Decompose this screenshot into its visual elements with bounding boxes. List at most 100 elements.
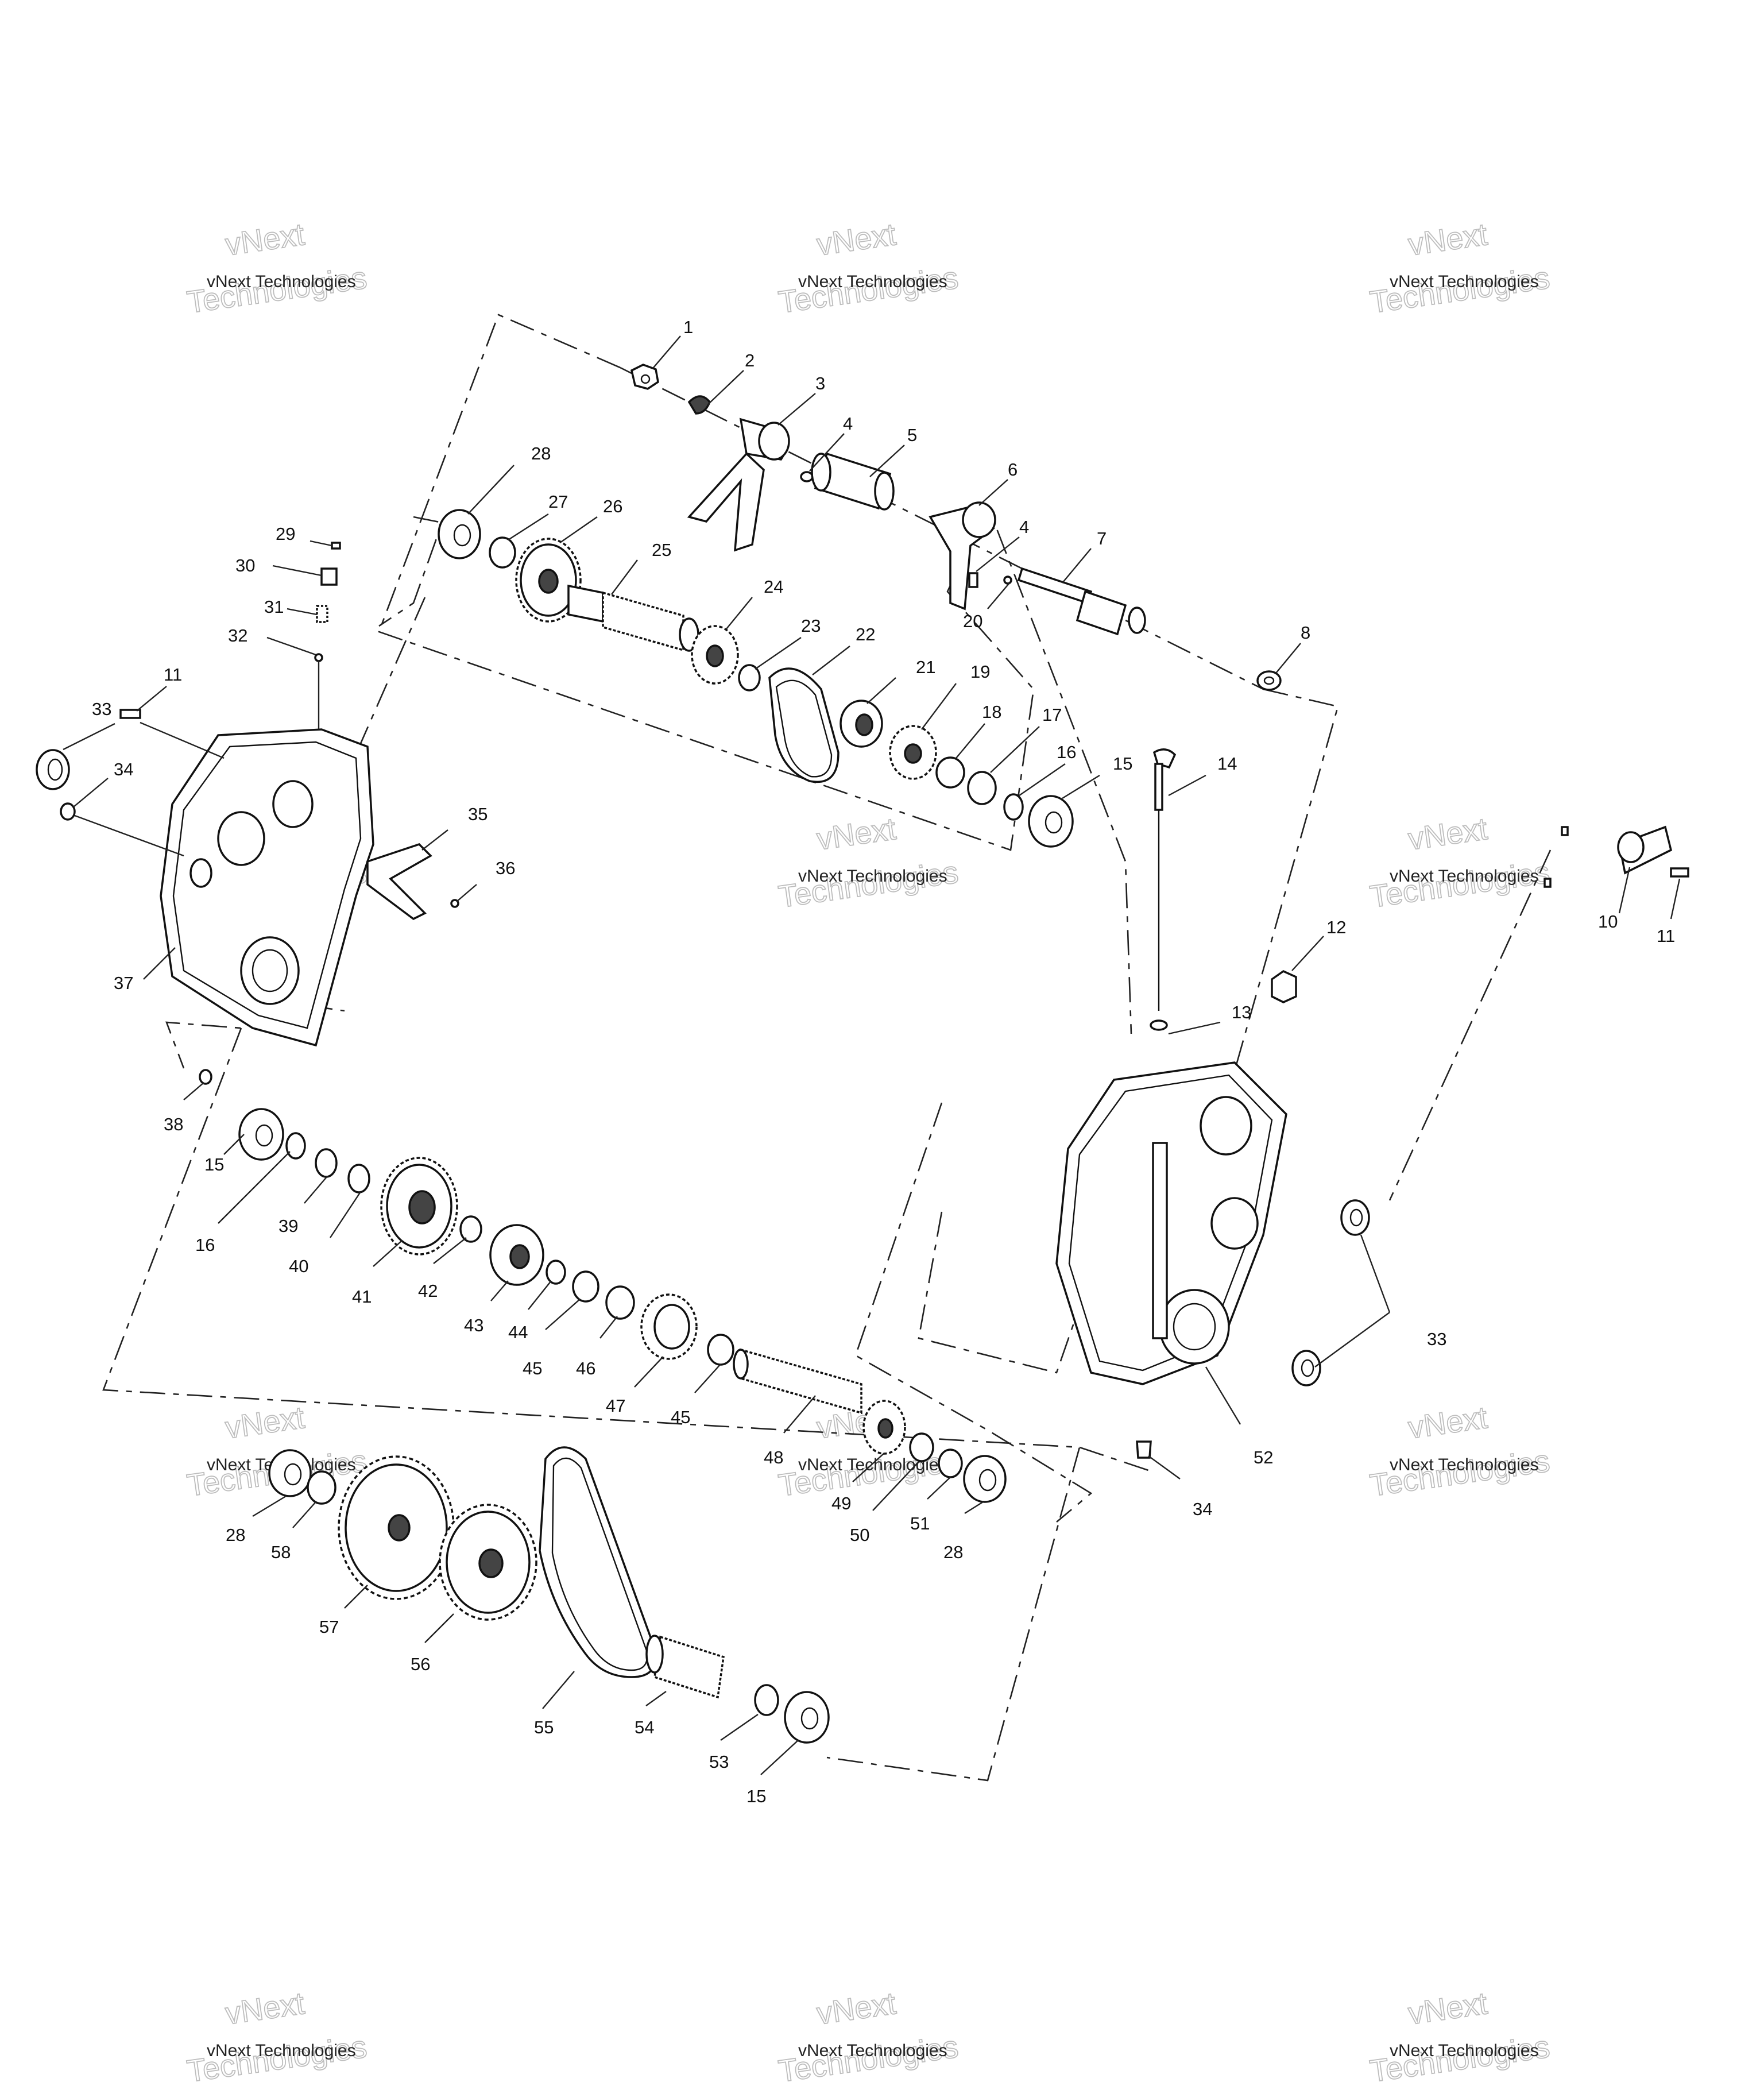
- callout-32: 32: [228, 625, 247, 646]
- plug-part-34: [60, 802, 76, 821]
- callout-41: 41: [352, 1287, 372, 1307]
- o-ring-part-13: [1150, 1019, 1168, 1031]
- watermark: vNext Technologies vNext Technologies: [1367, 811, 1552, 915]
- callout-15b: 15: [204, 1154, 224, 1175]
- svg-text:vNext: vNext: [1406, 1986, 1490, 2031]
- plug-part-34b: [1136, 1440, 1152, 1459]
- callout-18: 18: [982, 702, 1001, 722]
- callout-24: 24: [764, 577, 783, 597]
- callout-23: 23: [801, 616, 821, 636]
- callout-49: 49: [831, 1493, 851, 1513]
- snap-ring-part-16b: [285, 1132, 306, 1160]
- callout-5: 5: [907, 425, 917, 445]
- svg-text:vNext: vNext: [1406, 812, 1490, 857]
- plug-part-30: [320, 567, 338, 586]
- callout-13: 13: [1232, 1002, 1251, 1022]
- washer-part-18: [935, 756, 965, 789]
- callout-15: 15: [1113, 754, 1132, 774]
- callout-20: 20: [963, 611, 982, 631]
- svg-text:vNext Technologies: vNext Technologies: [798, 867, 947, 886]
- watermark: vNext Technologies vNext Technologies: [776, 1985, 961, 2086]
- callout-52: 52: [1254, 1447, 1273, 1467]
- svg-text:vNext Technologies: vNext Technologies: [1390, 1455, 1539, 1474]
- callout-58: 58: [271, 1542, 291, 1562]
- svg-text:vNext: vNext: [223, 217, 307, 262]
- callout-16b: 16: [195, 1235, 215, 1255]
- callout-38: 38: [164, 1114, 183, 1134]
- callout-34: 34: [114, 759, 133, 779]
- gear-part-19: [889, 725, 937, 780]
- callout-25: 25: [652, 540, 671, 560]
- washer-part-50: [909, 1432, 934, 1462]
- left-case-part-37: [160, 728, 374, 1047]
- gear-part-49: [862, 1400, 906, 1455]
- svg-text:vNext Technologies: vNext Technologies: [207, 272, 356, 291]
- washer-part-51: [938, 1448, 963, 1478]
- svg-text:vNext: vNext: [815, 217, 898, 262]
- callout-54: 54: [635, 1717, 654, 1737]
- callout-50: 50: [850, 1525, 869, 1545]
- ball-part-32: [314, 653, 323, 662]
- bracket-part-35: [366, 843, 432, 921]
- pin-part-4b: [968, 572, 978, 588]
- callout-7: 7: [1097, 528, 1107, 548]
- callout-40: 40: [289, 1256, 308, 1276]
- right-case-part-52: [1055, 1061, 1287, 1385]
- svg-text:vNext: vNext: [815, 1986, 898, 2031]
- callout-45b: 45: [671, 1407, 690, 1427]
- watermark: vNext Technologies vNext Technologies: [1367, 1985, 1552, 2086]
- cover-plate-part-10: [1617, 825, 1673, 875]
- callout-4b: 4: [1019, 517, 1029, 537]
- bolt-part-11: [1670, 867, 1689, 878]
- callout-44: 44: [508, 1322, 528, 1342]
- callout-2: 2: [745, 350, 755, 370]
- washer-part-45b: [707, 1334, 734, 1366]
- callout-31: 31: [264, 597, 284, 617]
- sprocket-part-57: [338, 1455, 455, 1600]
- watermark: vNext Technologies vNext Technologies: [1367, 217, 1552, 320]
- callout-6: 6: [1008, 459, 1018, 480]
- ring-part-27: [489, 536, 516, 569]
- svg-text:vNext: vNext: [1406, 217, 1490, 262]
- bearing-part-15c: [784, 1691, 830, 1744]
- washer-part-42: [459, 1215, 482, 1243]
- dowel-part-38: [199, 1069, 212, 1085]
- callout-56: 56: [411, 1654, 430, 1674]
- chain-part-22: [768, 667, 840, 783]
- svg-text:vNext: vNext: [1406, 1400, 1490, 1446]
- washer-part-8: [1256, 670, 1282, 691]
- gear-part-26: [515, 538, 582, 623]
- callout-3: 3: [815, 373, 825, 393]
- callout-46: 46: [576, 1358, 595, 1378]
- leader-lines: [63, 335, 1681, 1775]
- snap-ring-part-16: [1003, 793, 1024, 821]
- bearing-part-21: [840, 700, 883, 748]
- callout-55: 55: [534, 1717, 554, 1737]
- watermark: vNext Technologies vNext Technologies: [776, 811, 961, 915]
- spring-part-31: [316, 605, 328, 623]
- callout-28b: 28: [943, 1542, 963, 1562]
- callout-28: 28: [531, 443, 551, 463]
- chain-part-55: [539, 1446, 657, 1678]
- callout-47: 47: [606, 1396, 625, 1416]
- callout-1: 1: [683, 317, 693, 337]
- bearing-part-28: [438, 509, 481, 559]
- callout-21: 21: [916, 657, 935, 677]
- callout-17: 17: [1042, 705, 1062, 725]
- callout-10: 10: [1598, 911, 1618, 932]
- snap-ring-part-53: [754, 1684, 779, 1716]
- callout-45: 45: [523, 1358, 542, 1378]
- callout-27: 27: [548, 492, 568, 512]
- callout-16: 16: [1057, 742, 1076, 762]
- callout-14: 14: [1217, 754, 1237, 774]
- svg-text:vNext Technologies: vNext Technologies: [1390, 272, 1539, 291]
- callout-36: 36: [496, 858, 515, 878]
- callout-8: 8: [1301, 623, 1310, 643]
- sleeve-part-5: [811, 452, 895, 511]
- washer-part-58: [307, 1470, 336, 1505]
- callout-51: 51: [910, 1513, 930, 1533]
- snap-ring-part-23: [738, 664, 761, 692]
- shift-fork-part-3: [687, 418, 790, 552]
- assembly-lines: [102, 314, 1552, 1782]
